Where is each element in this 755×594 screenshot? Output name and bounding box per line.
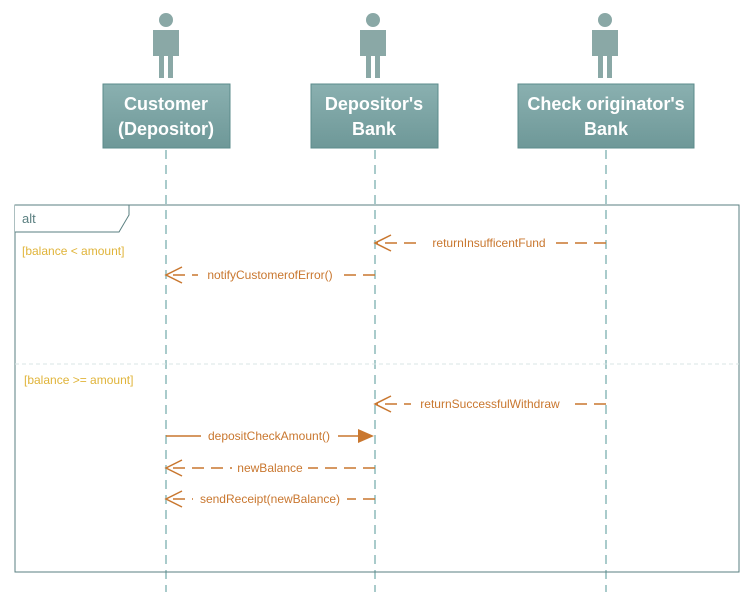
participant-depositors-bank-label-line1: Depositor's [325, 94, 423, 114]
participant-depositors-bank-label-line2: Bank [352, 119, 397, 139]
actor-icon-customer [153, 13, 179, 78]
message-return-successful-withdraw-label: returnSuccessfulWithdraw [420, 397, 560, 411]
participant-check-originators-bank-label-line2: Bank [584, 119, 629, 139]
message-return-insufficent-fund-label: returnInsufficentFund [432, 236, 545, 250]
participant-customer-label-line1: Customer [124, 94, 208, 114]
message-notify-customer-of-error-label: notifyCustomerofError() [207, 268, 332, 282]
message-new-balance: newBalance [164, 459, 375, 477]
message-send-receipt: sendReceipt(newBalance) [164, 490, 375, 508]
message-return-successful-withdraw: returnSuccessfulWithdraw [373, 395, 606, 413]
message-deposit-check-amount: depositCheckAmount() [166, 429, 374, 443]
participant-check-originators-bank: Check originator's Bank [517, 83, 695, 149]
participant-depositors-bank: Depositor's Bank [310, 83, 439, 149]
alt-frame: alt [balance < amount] [balance >= amoun… [14, 204, 740, 573]
message-new-balance-label: newBalance [237, 461, 303, 475]
participant-check-originators-bank-label-line1: Check originator's [527, 94, 684, 114]
actor-icon-check-originators-bank [592, 13, 618, 78]
message-return-insufficent-fund: returnInsufficentFund [373, 234, 606, 252]
actor-icon-depositors-bank [360, 13, 386, 78]
guard-balance-greater-equal-amount: [balance >= amount] [24, 373, 133, 387]
participant-customer: Customer (Depositor) [102, 83, 231, 149]
lifelines [165, 150, 607, 592]
message-send-receipt-label: sendReceipt(newBalance) [200, 492, 340, 506]
alt-frame-operator: alt [22, 211, 36, 226]
message-notify-customer-of-error: notifyCustomerofError() [164, 266, 375, 284]
guard-balance-less-than-amount: [balance < amount] [22, 244, 124, 258]
participant-customer-label-line2: (Depositor) [118, 119, 214, 139]
message-deposit-check-amount-label: depositCheckAmount() [208, 429, 330, 443]
